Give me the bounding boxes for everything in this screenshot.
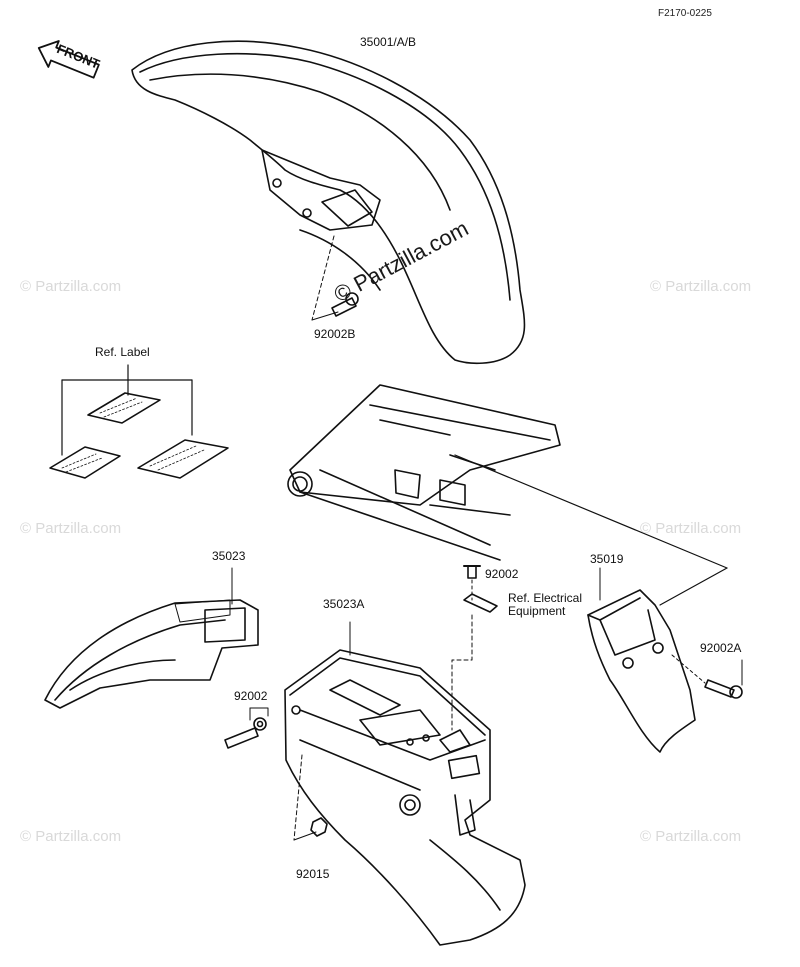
bolt-bracket-icon: [704, 679, 743, 699]
bracket-shape: [587, 589, 696, 753]
watermark-text: © Partzilla.com: [640, 828, 742, 845]
part-label-rear-fender: 35023A: [323, 597, 365, 611]
watermark-text: © Partzilla.com: [650, 278, 752, 295]
swing-arm-shape: [287, 384, 728, 606]
front-arrow-icon: [37, 40, 100, 79]
part-label-bolt-upper: 92002: [485, 567, 519, 581]
nut-icon: [310, 817, 328, 837]
front-fender-shape: [131, 40, 526, 365]
part-label-bracket: 35019: [590, 552, 624, 566]
watermark-text: © Partzilla.com: [20, 278, 122, 295]
part-label-bolt-left: 92002: [234, 689, 268, 703]
bolt-left-icon: [224, 717, 267, 749]
watermark-text: © Partzilla.com: [20, 828, 122, 845]
diagram-code: F2170-0225: [658, 8, 712, 19]
part-label-nut: 92015: [296, 867, 330, 881]
ref-label-stickers: [49, 364, 229, 479]
part-label-rear-flap: 35023: [212, 549, 246, 563]
watermark-text: © Partzilla.com: [640, 520, 742, 537]
rear-flap-shape: [44, 599, 259, 709]
part-label-bolt-bracket: 92002A: [700, 641, 742, 655]
watermark-text: © Partzilla.com: [20, 520, 122, 537]
bolt-upper-icon: [463, 565, 481, 579]
part-label-ref-label: Ref. Label: [95, 345, 150, 359]
part-label-ref-electrical: Ref. Electrical Equipment: [508, 591, 583, 619]
part-label-bolt-front-fender: 92002B: [314, 327, 356, 341]
part-label-front-fender: 35001/A/B: [360, 35, 417, 49]
rear-fender-shape: [284, 649, 526, 946]
